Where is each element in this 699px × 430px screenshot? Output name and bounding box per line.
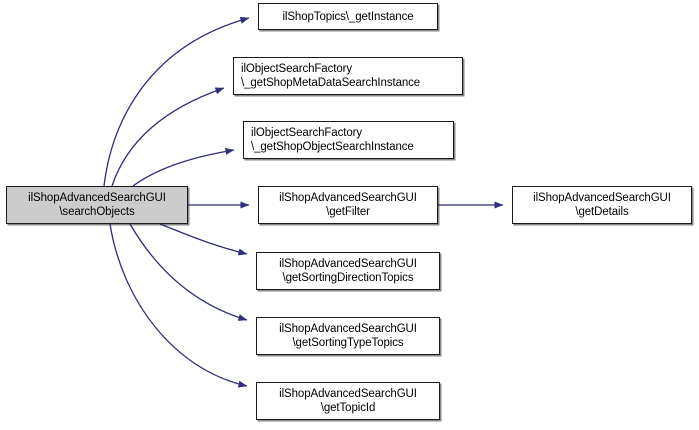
edge-to-get-sorting-direction-topics <box>159 223 248 256</box>
node-get-filter[interactable]: ilShopAdvancedSearchGUI \getFilter <box>258 186 438 224</box>
node-get-shop-meta-data-search-instance-label: ilObjectSearchFactory \_getShopMetaDataS… <box>241 63 421 89</box>
edge-to-get-shop-object-search-instance <box>132 147 235 187</box>
node-get-shop-meta-data-search-instance[interactable]: ilObjectSearchFactory \_getShopMetaDataS… <box>233 57 463 95</box>
node-get-shop-object-search-instance[interactable]: ilObjectSearchFactory \_getShopObjectSea… <box>243 121 454 159</box>
node-get-sorting-type-topics[interactable]: ilShopAdvancedSearchGUI \getSortingTypeT… <box>256 317 440 355</box>
edge-to-get-topic-id <box>109 223 248 388</box>
node-get-sorting-type-topics-label: ilShopAdvancedSearchGUI \getSortingTypeT… <box>279 323 417 349</box>
edge-to-get-shop-meta-data-search-instance <box>111 87 225 187</box>
node-shop-topics-get-instance-label: ilShopTopics\_getInstance <box>282 10 414 23</box>
edge-to-shop-topics-get-instance <box>103 16 250 187</box>
node-get-topic-id-label: ilShopAdvancedSearchGUI \getTopicId <box>279 388 417 414</box>
node-get-topic-id[interactable]: ilShopAdvancedSearchGUI \getTopicId <box>256 382 440 420</box>
node-get-sorting-direction-topics-label: ilShopAdvancedSearchGUI \getSortingDirec… <box>279 258 417 284</box>
node-search-objects[interactable]: ilShopAdvancedSearchGUI \searchObjects <box>6 186 188 224</box>
node-get-sorting-direction-topics[interactable]: ilShopAdvancedSearchGUI \getSortingDirec… <box>256 252 440 290</box>
node-search-objects-label: ilShopAdvancedSearchGUI \searchObjects <box>28 192 166 218</box>
edge-to-get-sorting-type-topics <box>129 223 248 321</box>
node-get-filter-label: ilShopAdvancedSearchGUI \getFilter <box>279 192 417 218</box>
node-get-details[interactable]: ilShopAdvancedSearchGUI \getDetails <box>512 186 692 224</box>
node-shop-topics-get-instance[interactable]: ilShopTopics\_getInstance <box>258 3 438 30</box>
node-get-details-label: ilShopAdvancedSearchGUI \getDetails <box>533 192 671 218</box>
node-get-shop-object-search-instance-label: ilObjectSearchFactory \_getShopObjectSea… <box>251 127 414 153</box>
